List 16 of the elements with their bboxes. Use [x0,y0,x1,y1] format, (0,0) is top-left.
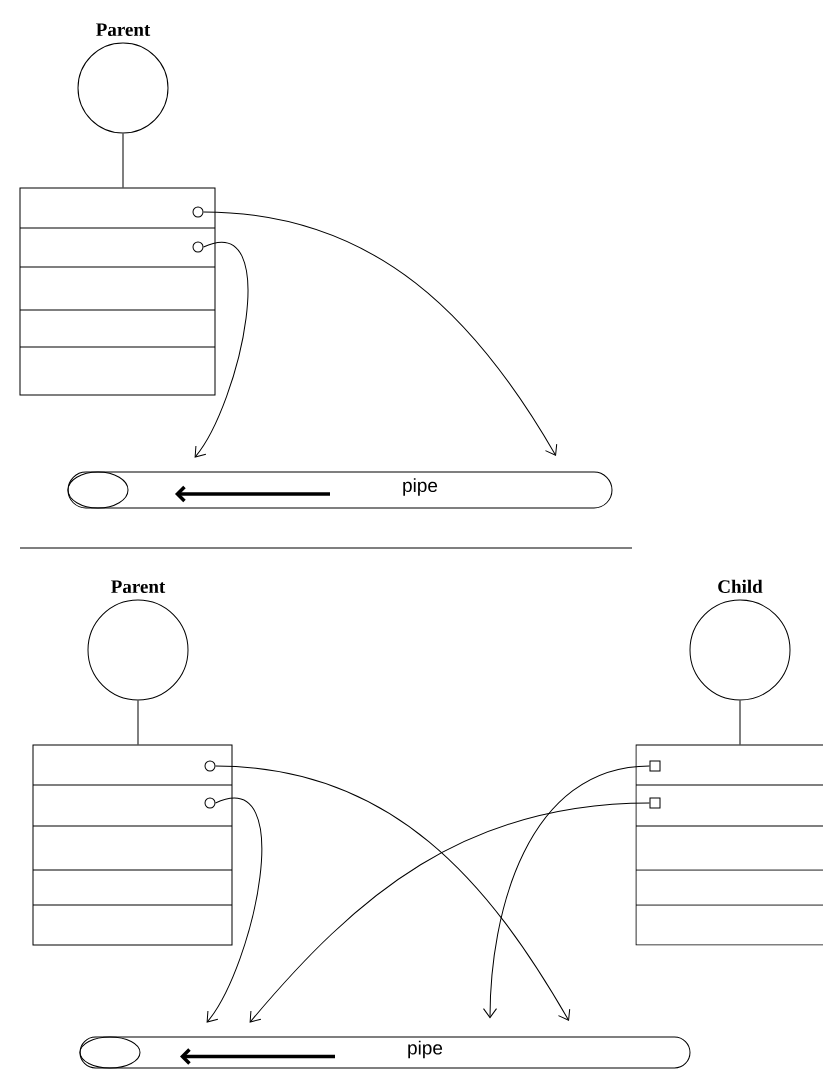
file-table [19,187,216,396]
arrow [194,241,249,458]
arrow [206,797,263,1023]
pipe: pipe [79,1036,691,1069]
file-table [635,744,823,946]
descriptor-square [649,760,661,772]
arrow [203,211,558,456]
pipe: pipe [67,471,613,509]
arrow [483,765,650,1019]
node-label: Parent [96,23,151,37]
file-table [32,744,233,946]
arrow [215,765,571,1021]
descriptor-square [649,797,661,809]
arrow [249,802,650,1023]
node-label: Parent [111,580,166,594]
node-label: Child [718,579,763,594]
